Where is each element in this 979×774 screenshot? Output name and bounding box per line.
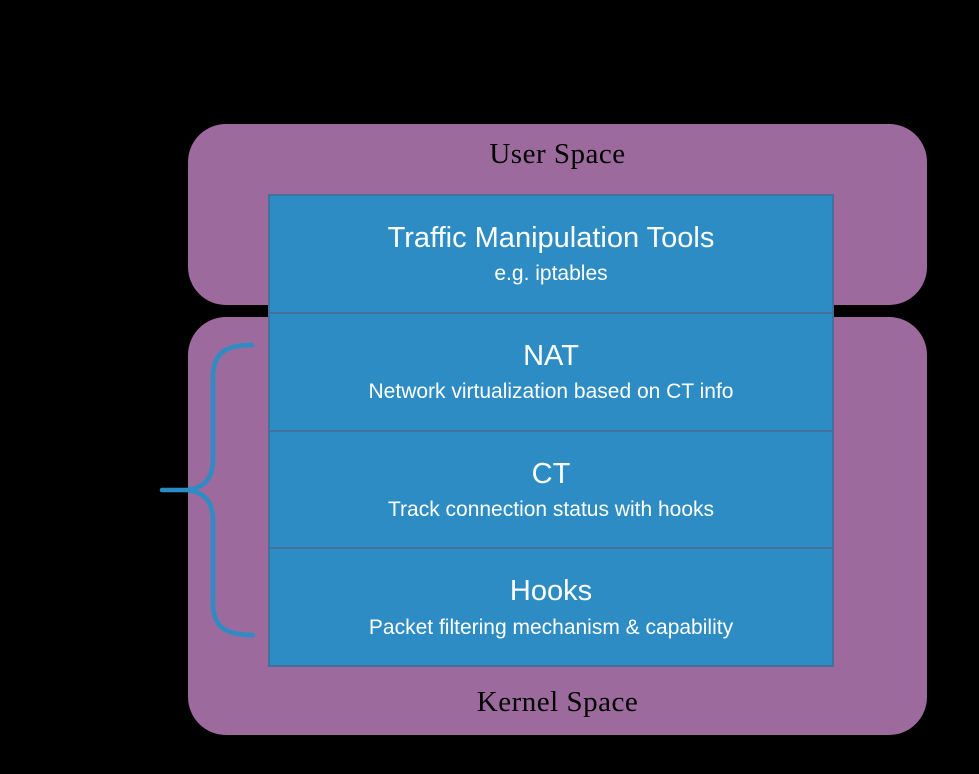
layer-traffic-manipulation-tools: Traffic Manipulation Tools e.g. iptables bbox=[268, 194, 834, 314]
layer-title: Traffic Manipulation Tools bbox=[387, 222, 715, 255]
layer-subtitle: Track connection status with hooks bbox=[387, 497, 715, 521]
layer-hooks: Hooks Packet filtering mechanism & capab… bbox=[268, 547, 834, 667]
layer-nat: NAT Network virtualization based on CT i… bbox=[268, 311, 834, 432]
kernel-space-label: Kernel Space bbox=[476, 686, 639, 718]
curly-brace-icon bbox=[159, 342, 256, 638]
layer-title: CT bbox=[531, 457, 571, 490]
layer-ct: CT Track connection status with hooks bbox=[268, 429, 834, 550]
user-space-label: User Space bbox=[489, 138, 626, 170]
layer-subtitle: Network virtualization based on CT info bbox=[368, 380, 734, 404]
layer-subtitle: Packet filtering mechanism & capability bbox=[368, 615, 734, 639]
layer-title: NAT bbox=[523, 339, 579, 372]
layer-title: Hooks bbox=[509, 575, 593, 608]
layer-stack: Traffic Manipulation Tools e.g. iptables… bbox=[268, 194, 834, 667]
layer-subtitle: e.g. iptables bbox=[494, 262, 608, 286]
